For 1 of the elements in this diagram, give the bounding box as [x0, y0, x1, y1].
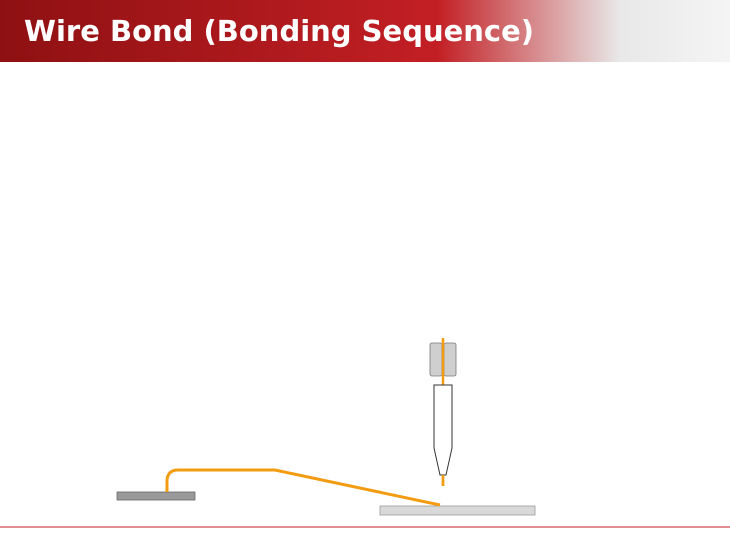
title: Wire Bond (Bonding Sequence)	[24, 14, 534, 48]
